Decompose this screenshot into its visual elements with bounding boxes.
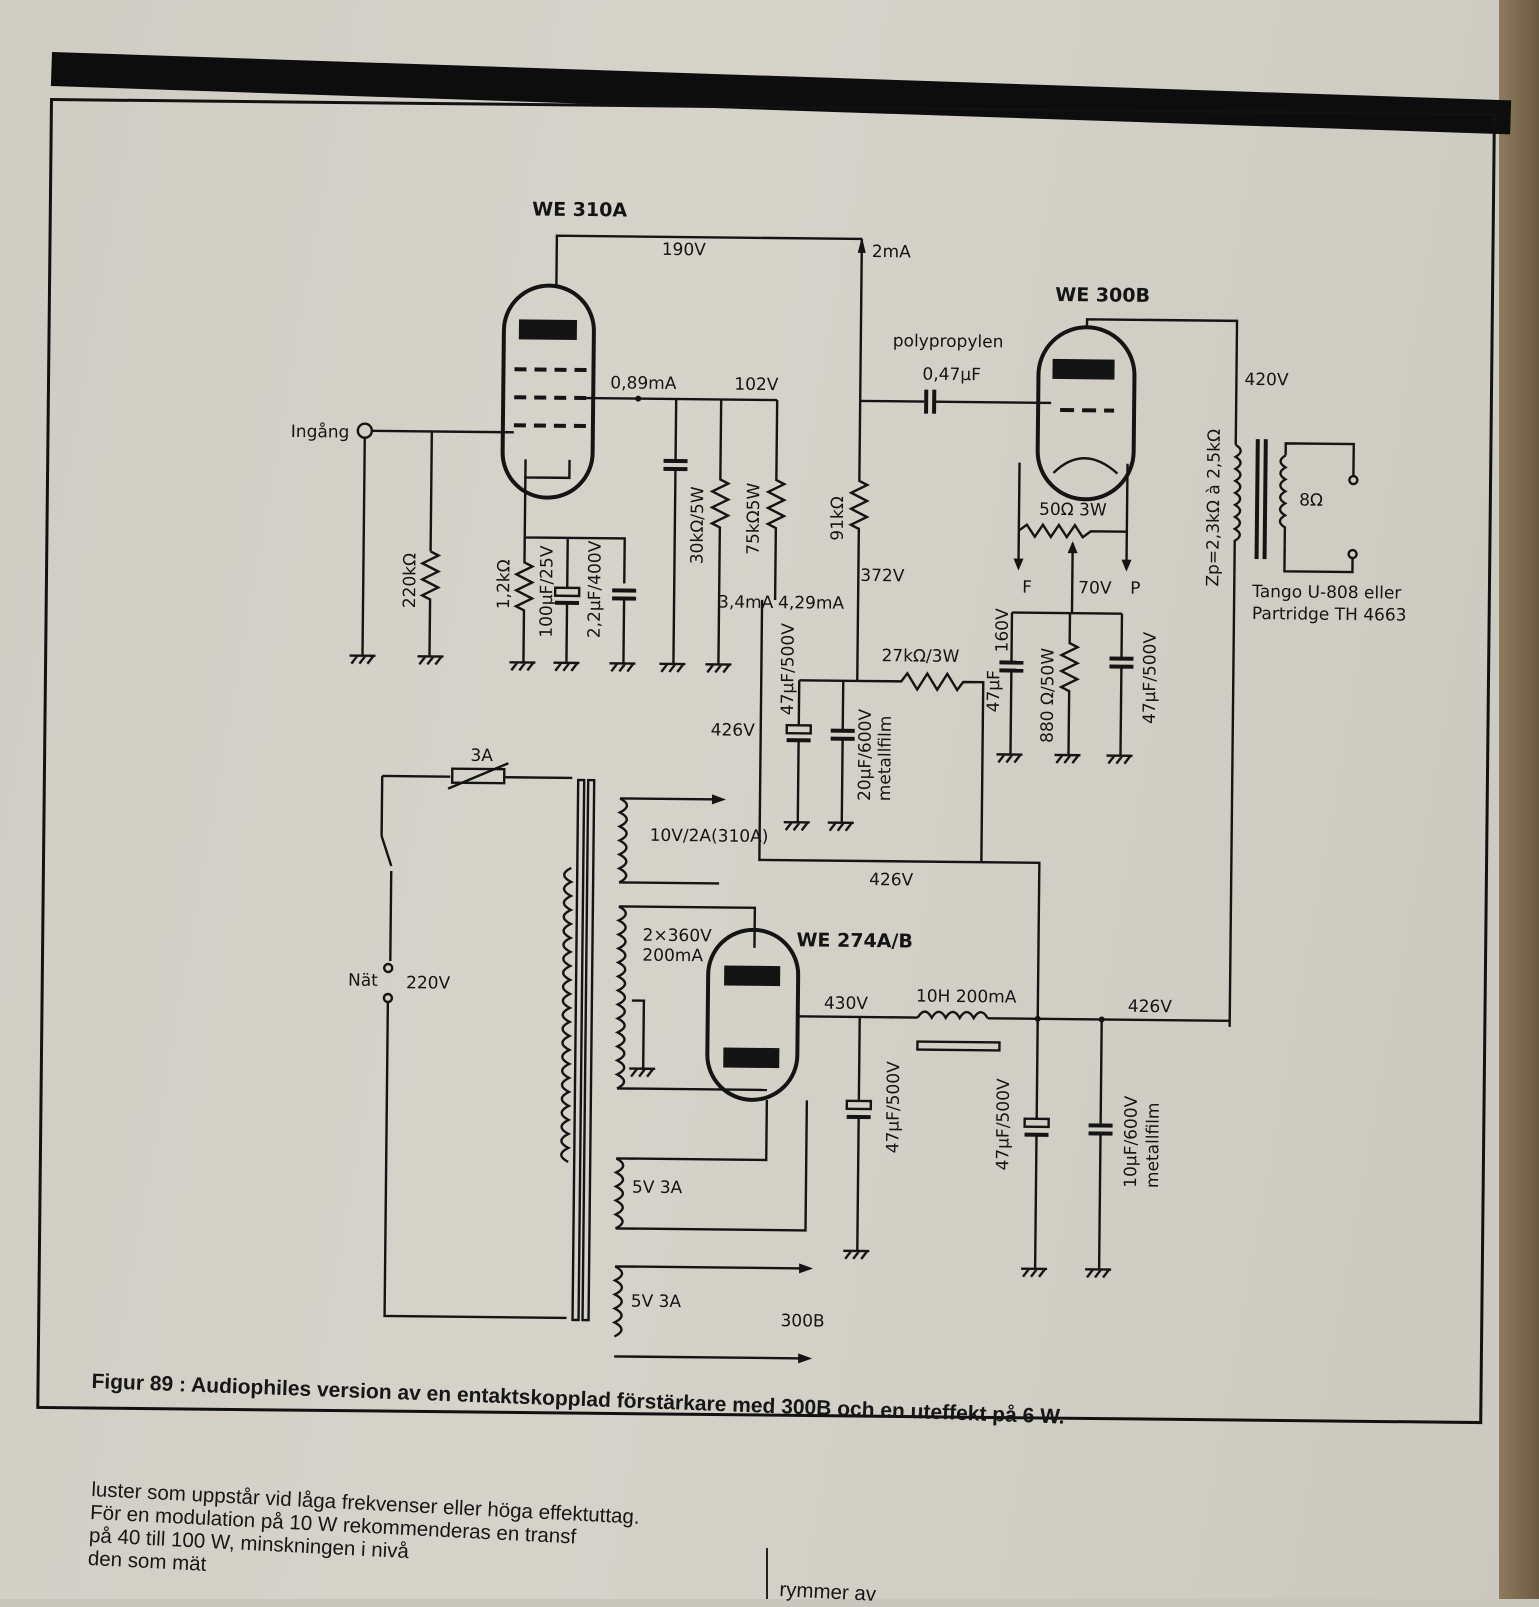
cap-20uf-type: metallfilm	[875, 716, 896, 802]
resistor-220k: 220kΩ	[400, 553, 421, 609]
cap-47uf-160v-voltage: 160V	[993, 608, 1013, 653]
resistor-27k: 27kΩ/3W	[881, 646, 959, 667]
current-4-29ma: 4,29mA	[778, 593, 845, 614]
label-300b-filament: 300B	[780, 1311, 824, 1331]
winding-5v-b: 5V 3A	[631, 1292, 682, 1313]
winding-5v-a: 5V 3A	[632, 1178, 683, 1199]
voltage-102v: 102V	[734, 375, 779, 395]
cap-2-2uf: 2,2µF/400V	[585, 540, 606, 638]
tube-label-we300b: WE 300B	[1055, 284, 1150, 307]
tube-label-we310a: WE 310A	[532, 198, 627, 221]
resistor-30k: 30kΩ/5W	[687, 486, 708, 564]
column-divider	[766, 1548, 768, 1599]
resistor-880-ohm: 880 Ω/50W	[1038, 648, 1059, 743]
voltage-420v: 420V	[1244, 370, 1289, 390]
cap-47uf-500v-a: 47µF/500V	[778, 623, 799, 716]
mains-voltage: 220V	[406, 973, 451, 993]
cap-47uf-500v-d: 47µF/500V	[883, 1061, 904, 1154]
cap-20uf: 20µF/600V	[855, 708, 876, 801]
voltage-190v: 190V	[662, 240, 707, 260]
cap-0-47uf: 0,47µF	[922, 365, 981, 386]
cap-10uf: 10µF/600V	[1121, 1095, 1142, 1188]
voltage-70v: 70V	[1078, 578, 1112, 598]
current-2ma: 2mA	[872, 242, 912, 262]
tube-we274ab	[707, 929, 799, 1100]
transformer-tango: Tango U-808 eller	[1251, 582, 1401, 604]
cap-100uf: 100µF/25V	[537, 545, 558, 638]
tube-we300b	[1037, 327, 1135, 500]
output-transformer	[1234, 439, 1357, 576]
tube-we310a	[502, 285, 594, 498]
cap-47uf-500v-c: 47µF/500V	[1140, 631, 1161, 724]
mains-label: Nät	[348, 971, 378, 991]
power-transformer	[559, 780, 627, 1337]
winding-10v: 10V/2A(310A)	[650, 826, 769, 847]
current-0-89ma: 0,89mA	[610, 373, 677, 394]
voltage-426v-c: 426V	[1128, 997, 1173, 1017]
tube-label-we274ab: WE 274A/B	[796, 929, 913, 952]
resistor-1-2k: 1,2kΩ	[494, 559, 515, 609]
label-polypropylen: polypropylen	[893, 331, 1004, 352]
resistor-75k: 75kΩ5W	[744, 482, 765, 554]
voltage-426v-b: 426V	[869, 870, 914, 890]
filament-p: P	[1130, 579, 1140, 599]
filament-f: F	[1022, 578, 1032, 598]
voltage-430v: 430V	[824, 994, 869, 1014]
voltage-426v-a: 426V	[711, 720, 756, 740]
speaker-8-ohm: 8Ω	[1299, 491, 1323, 511]
current-3-4ma: 3,4mA	[718, 592, 774, 613]
input-label: Ingång	[291, 421, 350, 443]
impedance-zp: Zp=2,3kΩ à 2,5kΩ	[1203, 429, 1225, 587]
cap-47uf-160v: 47µF	[984, 670, 1004, 712]
transformer-partridge: Partridge TH 4663	[1252, 604, 1407, 626]
resistor-50-ohm: 50Ω 3W	[1039, 500, 1107, 521]
voltage-372v: 372V	[860, 566, 905, 586]
column-2-text: rymmer av	[779, 1578, 877, 1607]
resistor-91k: 91kΩ	[828, 496, 848, 541]
winding-2x360v: 2×360V	[642, 926, 712, 947]
winding-200ma: 200mA	[642, 946, 703, 967]
fuse-3a: 3A	[470, 746, 493, 766]
cap-47uf-500v-e: 47µF/500V	[993, 1078, 1014, 1171]
cap-10uf-type: metallfilm	[1143, 1102, 1164, 1188]
choke-10h: 10H 200mA	[916, 987, 1017, 1008]
